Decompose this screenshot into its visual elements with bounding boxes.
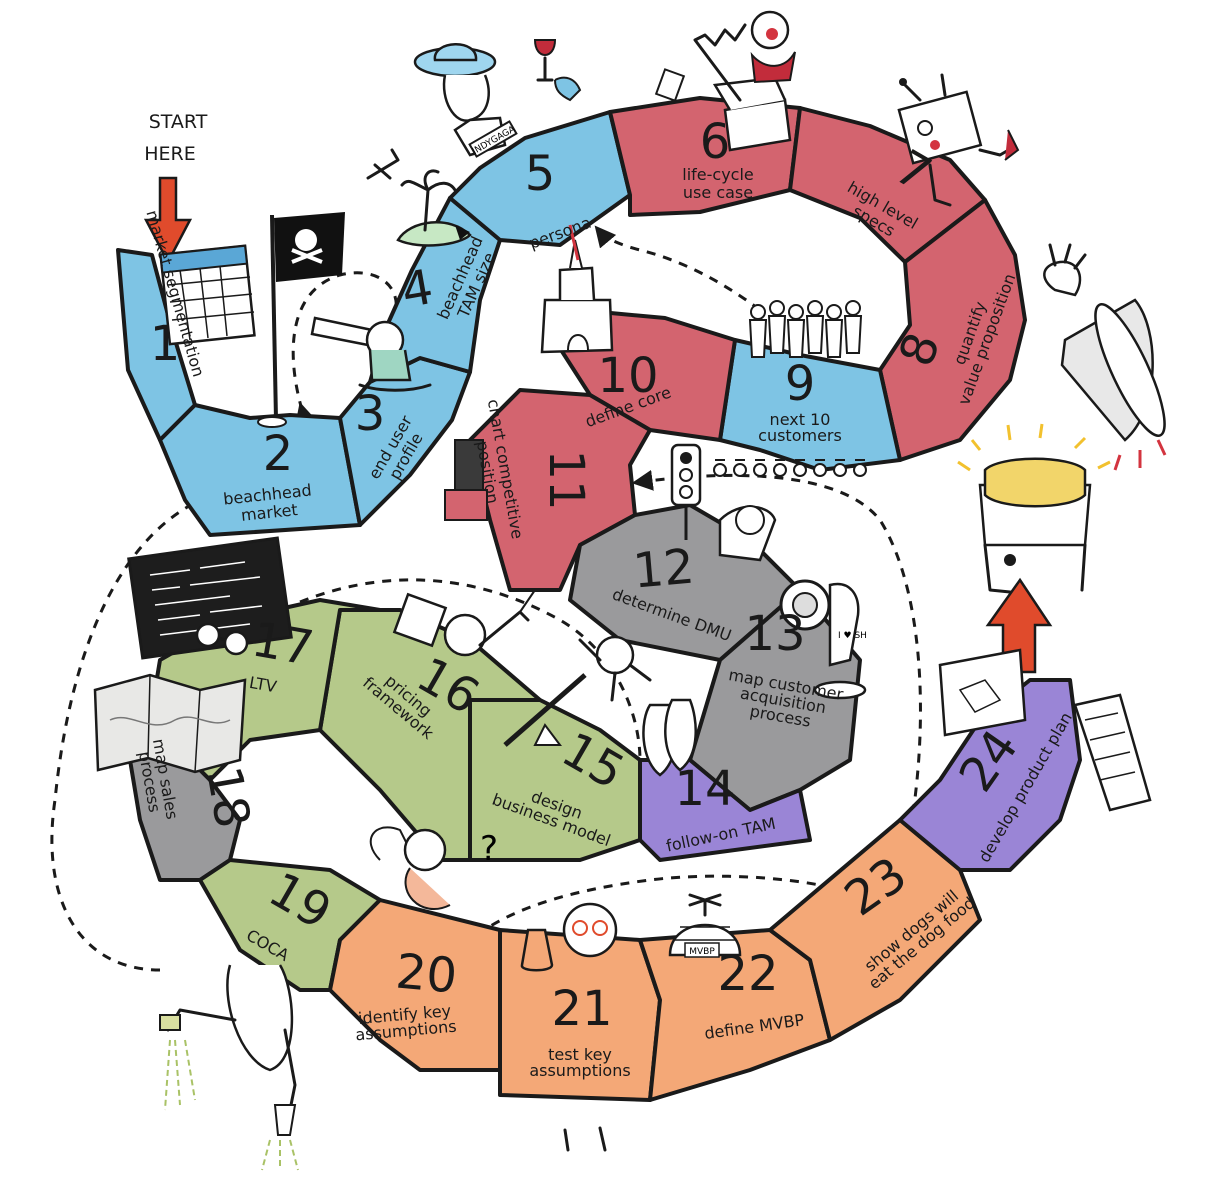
step-11-number: 11 [538, 449, 594, 510]
igloo-icon: MVBP [668, 893, 742, 958]
customer-figure-icon [773, 459, 787, 477]
step-6-number: 6 [700, 114, 731, 170]
seesaw-character-icon [503, 635, 652, 747]
customer-figure-icon [833, 459, 847, 477]
segmentation-grid-icon [159, 244, 256, 346]
step-10-number: 10 [597, 348, 658, 404]
step-20-number: 20 [394, 944, 460, 1005]
step-14-number: 14 [674, 761, 735, 817]
customer-figure-icon [753, 459, 767, 477]
connector-17-14 [299, 578, 642, 761]
customer-crowd-icon [748, 300, 863, 358]
robot-icon [897, 73, 1020, 207]
watering-gardener-icon [159, 964, 299, 1171]
jack-in-the-box-icon [654, 10, 796, 152]
step-8-tile [878, 198, 1027, 462]
customer-queue-icon [713, 459, 867, 477]
step-5-number: 5 [525, 146, 556, 202]
customer-figure-icon [786, 304, 806, 358]
telescope-explorer-icon [310, 316, 432, 392]
customer-figure-icon [713, 459, 727, 477]
step-6-label-line-2: use case [683, 183, 753, 202]
customer-figure-icon [853, 459, 867, 477]
blueprint-sheet-icon [938, 648, 1027, 737]
step-17-number: 17 [248, 611, 318, 677]
goal-arrow-icon [985, 577, 1053, 674]
step-21-number: 21 [551, 981, 612, 1037]
connector-13-12 [631, 469, 922, 881]
step-9-label-line-2: customers [758, 426, 842, 445]
step-22-number: 22 [717, 946, 778, 1002]
step-14-tile [638, 758, 812, 862]
film-reel-icon [444, 439, 488, 521]
product-plan-scroll-icon [1073, 693, 1152, 812]
start-label-line-2: HERE [144, 143, 196, 165]
treasure-map-icon [93, 673, 247, 774]
step-24-tile [898, 678, 1082, 872]
connector-18-2 [50, 489, 220, 972]
pricing-character-icon [392, 589, 536, 657]
customer-figure-icon [748, 304, 768, 358]
glasses-icon [195, 622, 249, 656]
customer-figure-icon [824, 304, 844, 358]
start-arrow-icon [143, 176, 193, 265]
bowling-pins-icon [642, 698, 697, 777]
start-marker: START HERE [143, 111, 208, 265]
step-9-number: 9 [785, 356, 816, 412]
step-3-number: 3 [355, 386, 386, 442]
sand-castle-icon [540, 224, 614, 354]
step-13-number: 13 [744, 606, 805, 662]
step-6-label-line-1: life-cycle [682, 165, 754, 184]
question-mark-icon: ? [480, 829, 498, 869]
megaphone-icon [1043, 243, 1167, 471]
flying-plane-icon [366, 148, 400, 180]
start-label-line-1: START [149, 111, 208, 133]
scientist-flask-icon [520, 902, 618, 1152]
pirate-flag-icon [257, 212, 345, 428]
lounging-person-icon [718, 505, 777, 562]
customer-figure-icon [843, 300, 863, 354]
step-21-label-line-2: assumptions [529, 1061, 630, 1080]
blackboard-icon [127, 536, 293, 660]
step-9-label-line-1: next 10 [770, 410, 831, 429]
connector-9-5 [594, 225, 761, 312]
step-1-number: 1 [150, 316, 181, 372]
customer-figure-icon [767, 300, 787, 354]
step-2-number: 2 [263, 426, 294, 482]
step-18-number: 18 [195, 762, 261, 832]
rock-fan-shirt-text: I ♥ SH [838, 631, 867, 641]
igloo-sign-text: MVBP [689, 947, 715, 957]
step-21-label-line-1: test key [548, 1045, 612, 1064]
step-17-label-line-1: LTV [248, 673, 278, 696]
rock-fan-icon: I ♥ SH [779, 579, 867, 700]
step-12-number: 12 [631, 539, 697, 600]
step-20-tile [328, 898, 502, 1072]
thinker-angel-icon: ? [369, 826, 498, 911]
customer-figure-icon [805, 300, 825, 354]
island-icon [396, 169, 472, 247]
customer-figure-icon [733, 459, 747, 477]
traffic-light-icon [670, 443, 702, 540]
customer-figure-icon [813, 459, 827, 477]
treasure-chest-icon [957, 423, 1111, 594]
customer-figure-icon [793, 459, 807, 477]
